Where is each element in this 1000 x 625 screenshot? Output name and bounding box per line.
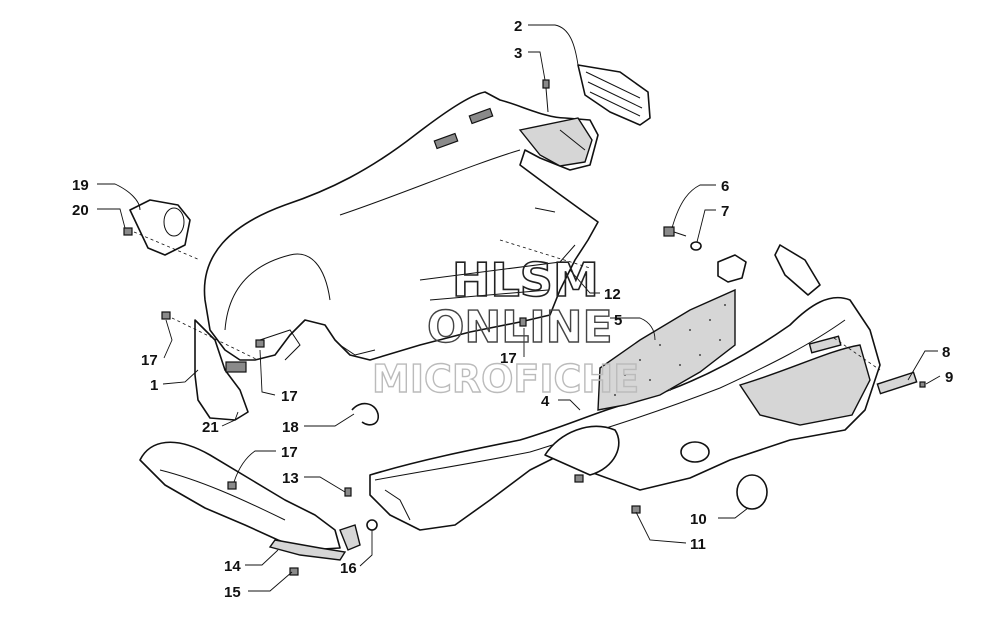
reflector-strip-part	[876, 371, 918, 395]
callout-3: 3	[514, 45, 522, 62]
assembly-guide-lines	[133, 231, 881, 371]
callout-9: 9	[945, 369, 953, 386]
pad-washer-part	[339, 519, 378, 551]
callout-16: 16	[340, 560, 357, 577]
callout-10: 10	[690, 511, 707, 528]
callout-17-b: 17	[500, 350, 517, 367]
callout-13: 13	[282, 470, 299, 487]
callout-21: 21	[202, 419, 219, 436]
callout-8: 8	[942, 344, 950, 361]
bumper-part	[139, 441, 347, 561]
callout-18: 18	[282, 419, 299, 436]
foam-pad-part	[597, 288, 736, 411]
clip-ring-part	[351, 402, 380, 426]
side-panel-part	[194, 319, 301, 421]
callout-6: 6	[721, 178, 729, 195]
watermark: HLSM ONLINE MICROFICHE	[371, 252, 640, 402]
boot-grommet-part	[129, 199, 191, 256]
fasteners	[123, 79, 926, 576]
callout-19: 19	[72, 177, 89, 194]
callout-17-d: 17	[281, 444, 298, 461]
callout-17-c: 17	[281, 388, 298, 405]
callout-4: 4	[541, 393, 550, 410]
callout-14: 14	[224, 558, 241, 575]
lower-nose-part	[369, 244, 881, 531]
callout-1: 1	[150, 377, 158, 394]
callout-15: 15	[224, 584, 241, 601]
plug-cap-part	[680, 441, 768, 510]
watermark-line-2: ONLINE	[427, 302, 613, 353]
callout-7: 7	[721, 203, 729, 220]
watermark-line-3: MICROFICHE	[372, 357, 639, 401]
callout-labels: 2 3 19 20 6 7 12 5 17 17 1 17 8 9 4 21 1…	[72, 18, 953, 601]
watermark-line-1: HLSM	[452, 253, 599, 307]
callout-5: 5	[614, 312, 622, 329]
callout-2: 2	[514, 18, 522, 35]
vent-louver-part	[577, 64, 651, 126]
callout-12: 12	[604, 286, 621, 303]
leader-lines	[97, 24, 941, 592]
belly-pan-part	[203, 91, 599, 361]
callout-17-a: 17	[141, 352, 158, 369]
callout-11: 11	[690, 536, 706, 553]
bolt-washer-part	[663, 226, 747, 283]
callout-20: 20	[72, 202, 89, 219]
